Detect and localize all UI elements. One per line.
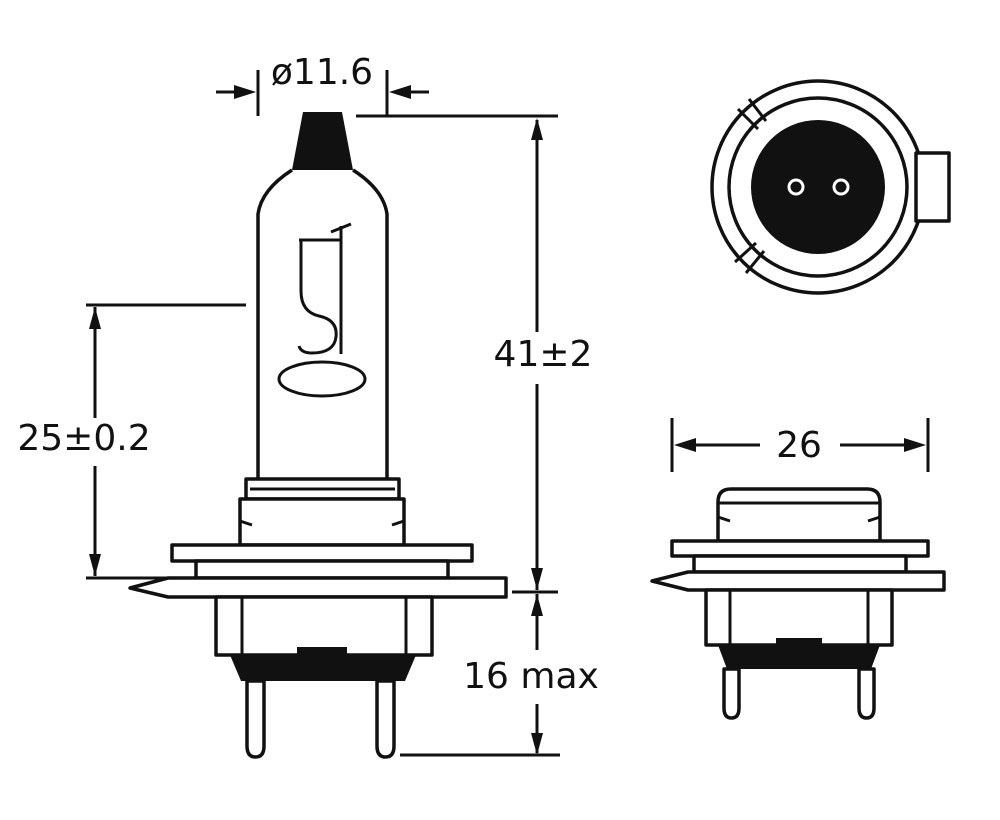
- connector-face: [751, 120, 885, 254]
- dimension-light-center-length: 25±0.2: [17, 303, 246, 580]
- pin-right: [375, 679, 396, 759]
- pin-contact-right: [832, 178, 850, 196]
- dim-label-overall-length: 41±2: [494, 334, 593, 375]
- base-insulator: [230, 655, 416, 681]
- dimension-overall-length: 41±2: [356, 114, 593, 594]
- base-side-view: 26: [650, 418, 946, 720]
- base-pins-2: [722, 667, 876, 720]
- dim-label-base-width: 26: [776, 425, 822, 466]
- dim-label-pin-length: 16 max: [463, 656, 599, 697]
- keying-tab: [914, 151, 951, 223]
- index-notch-lower: [733, 241, 766, 274]
- inner-ring: [727, 96, 909, 278]
- pin-left: [245, 679, 266, 759]
- dimension-diameter: ø11.6: [216, 52, 429, 116]
- bulb-side-view: ø11.6 41±2 25±0.2: [17, 52, 599, 759]
- bulb-base: [128, 477, 508, 681]
- base-flange-plate: [128, 576, 508, 599]
- base-insulator-2: [718, 645, 880, 669]
- pin-contact-left: [787, 178, 805, 196]
- dim-label-diameter: ø11.6: [271, 52, 373, 93]
- dim-label-light-center: 25±0.2: [17, 418, 150, 459]
- pin-left-2: [722, 667, 741, 720]
- pin-right-2: [857, 667, 876, 720]
- bulb-tip: [292, 112, 353, 170]
- base-body: [650, 487, 946, 669]
- dimension-pin-length: 16 max: [400, 594, 599, 757]
- glass-envelope: [256, 168, 389, 480]
- dimension-base-width: 26: [670, 418, 930, 472]
- base-flange-plate-2: [650, 570, 946, 592]
- filament-assembly: [277, 222, 367, 398]
- base-pins: [245, 679, 396, 759]
- bulb-front-view: [710, 79, 951, 295]
- index-notch-upper: [736, 98, 768, 131]
